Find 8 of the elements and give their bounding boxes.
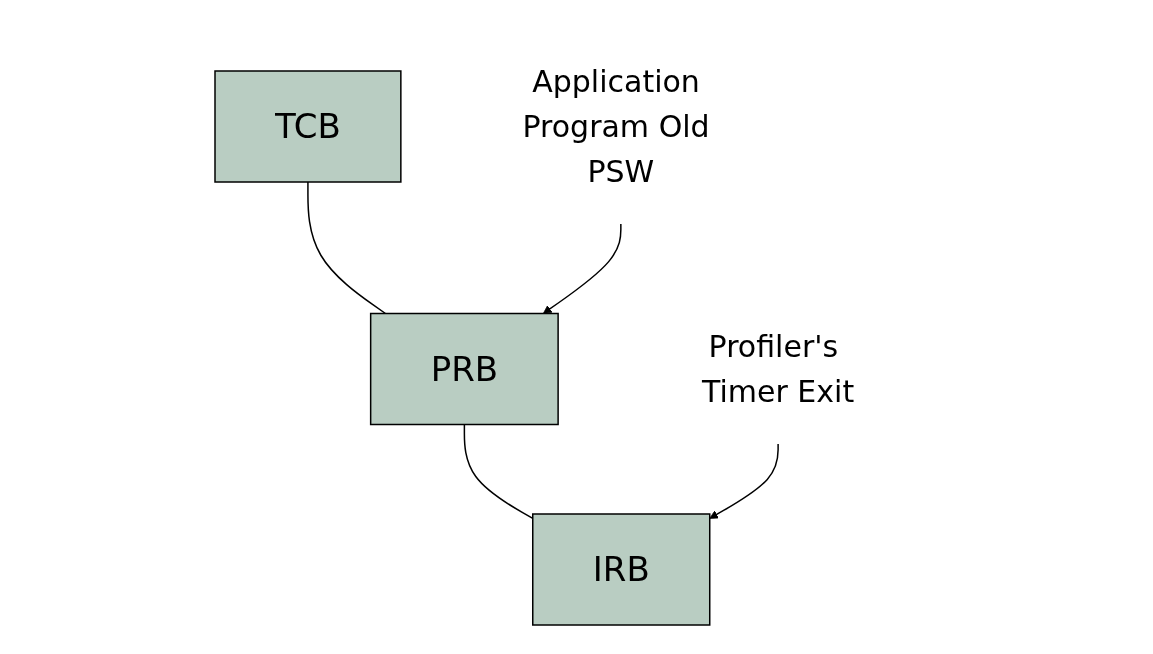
node-box: PRB [369, 312, 559, 426]
connector [307, 181, 387, 315]
node-box: TCB [214, 70, 402, 183]
node-text: Profiler's Timer Exit [701, 329, 855, 409]
arrow [709, 443, 779, 519]
arrow [542, 223, 622, 314]
node-text: Application Program Old PSW [522, 64, 710, 189]
node-box: IRB [531, 513, 711, 626]
